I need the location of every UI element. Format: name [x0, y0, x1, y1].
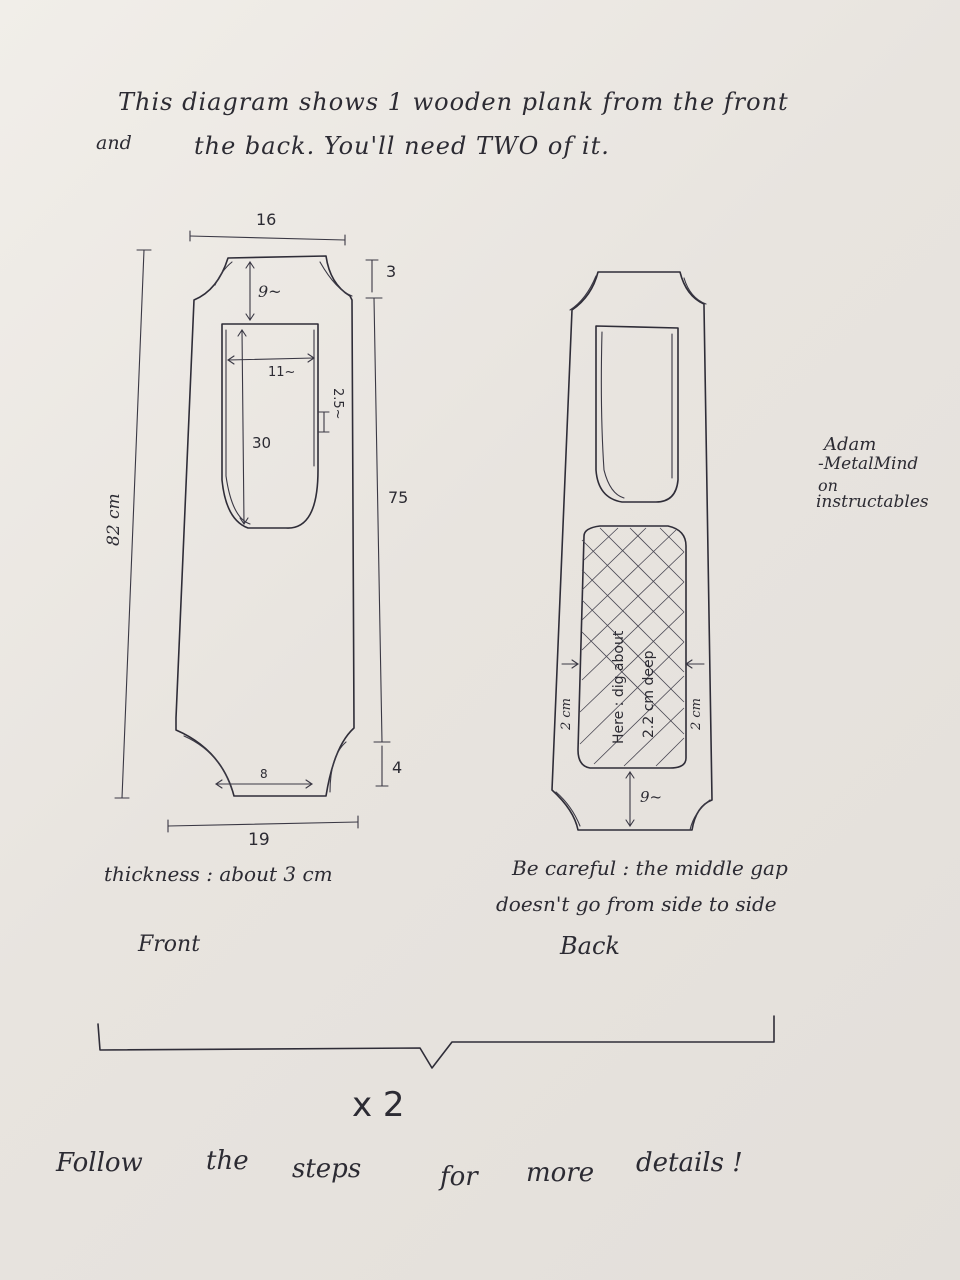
back-upper-pocket [595, 325, 679, 503]
front-plank-outline [175, 255, 355, 797]
dim-total-height: 82 cm [104, 493, 124, 546]
dim-bottom-end: 4 [392, 758, 403, 777]
header-line-2-end: the back. You'll need TWO of it. [194, 132, 610, 160]
brace-x2 [97, 1015, 775, 1069]
front-slot-outline [221, 323, 319, 529]
back-dig-area [577, 525, 687, 769]
dig-note-line-2: 2.2 cm deep [641, 650, 657, 739]
dim-slot-width: 11~ [268, 365, 296, 380]
caution-line-1: Be careful : the middle gap [512, 856, 788, 880]
dim-slot-depth: 2.5~ [330, 388, 345, 420]
credit-line-4: instructables [816, 492, 929, 512]
footer-the: the [206, 1146, 249, 1176]
front-view [114, 230, 391, 833]
footer-follow: Follow [56, 1148, 143, 1178]
caution-line-2: doesn't go from side to side [496, 892, 777, 916]
dim-slot-height: 30 [252, 434, 272, 452]
footer-details: details ! [636, 1148, 743, 1178]
back-view [551, 271, 713, 831]
credit-line-1: Adam [824, 434, 877, 455]
dim-top-width: 16 [256, 210, 277, 229]
footer-more: more [526, 1158, 595, 1188]
dim-bottom-margin: 9~ [640, 788, 663, 806]
dim-main-height: 75 [388, 488, 409, 507]
dig-note-line-1: Here : dig about [611, 630, 627, 744]
dim-bottom-inner: 8 [260, 767, 268, 781]
footer-for: for [440, 1162, 478, 1192]
front-label: Front [138, 932, 201, 957]
dim-top-margin: 9~ [258, 282, 282, 301]
dim-left-margin: 2 cm [559, 697, 574, 730]
dig-area-hatching [579, 527, 685, 767]
dim-right-margin: 2 cm [689, 697, 704, 730]
credit-line-2: -MetalMind [818, 454, 919, 474]
back-plank-outline [551, 271, 713, 831]
credit-line-3: on [818, 476, 838, 495]
header-line-2-start: and [96, 132, 132, 154]
header-line-1: This diagram shows 1 wooden plank from t… [118, 88, 789, 116]
back-label: Back [560, 932, 620, 960]
thickness-note: thickness : about 3 cm [104, 862, 333, 886]
dim-bottom-width: 19 [248, 830, 270, 850]
footer-steps: steps [292, 1154, 362, 1184]
dim-top-end: 3 [386, 262, 397, 281]
multiplier-x2: x 2 [352, 1085, 405, 1125]
